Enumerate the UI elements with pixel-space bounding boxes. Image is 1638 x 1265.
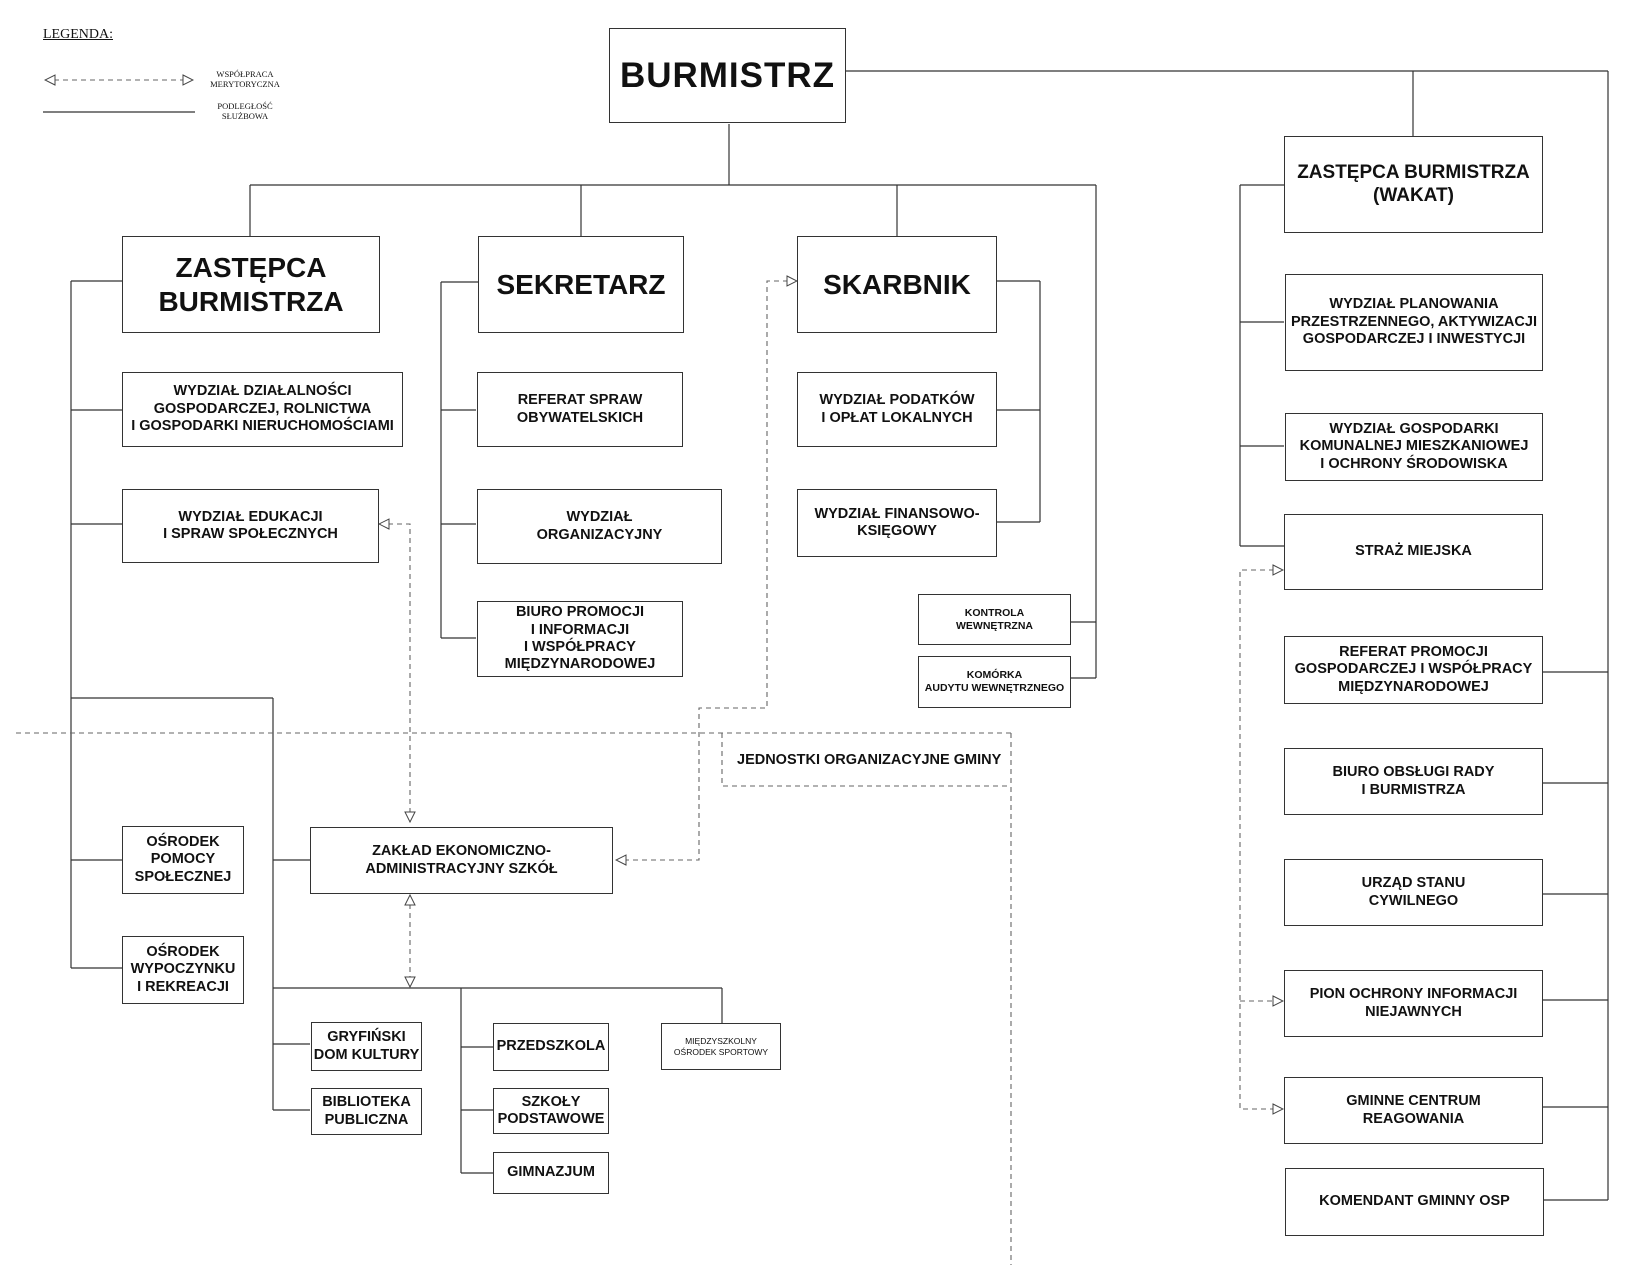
miedzyszkolny-osrodek-sportowy-box: MIĘDZYSZKOLNY OŚRODEK SPORTOWY [661, 1023, 781, 1070]
osrodek-wypoczynku-box: OŚRODEK WYPOCZYNKU I REKREACJI [122, 936, 244, 1004]
zastepca-wakat-box: ZASTĘPCA BURMISTRZA (WAKAT) [1284, 136, 1543, 233]
pion-ochrony-informacji-box: PION OCHRONY INFORMACJI NIEJAWNYCH [1284, 970, 1543, 1037]
kontrola-wewnetrzna-box: KONTROLA WEWNĘTRZNA [918, 594, 1071, 645]
wydzial-gospodarki-box: WYDZIAŁ GOSPODARKI KOMUNALNEJ MIESZKANIO… [1285, 413, 1543, 481]
gryfinski-dom-kultury-box: GRYFIŃSKI DOM KULTURY [311, 1022, 422, 1071]
legend-title: LEGENDA: [43, 27, 113, 42]
wydzial-edukacji-box: WYDZIAŁ EDUKACJI I SPRAW SPOŁECZNYCH [122, 489, 379, 563]
osrodek-pomocy-spolecznej-box: OŚRODEK POMOCY SPOŁECZNEJ [122, 826, 244, 894]
komendant-gminny-osp-box: KOMENDANT GMINNY OSP [1285, 1168, 1544, 1236]
wydzial-podatkow-box: WYDZIAŁ PODATKÓW I OPŁAT LOKALNYCH [797, 372, 997, 447]
wydzial-finansowo-ksiegowy-box: WYDZIAŁ FINANSOWO- KSIĘGOWY [797, 489, 997, 557]
urzad-stanu-cywilnego-box: URZĄD STANU CYWILNEGO [1284, 859, 1543, 926]
gimnazjum-box: GIMNAZJUM [493, 1152, 609, 1194]
przedszkola-box: PRZEDSZKOLA [493, 1023, 609, 1071]
zastepca-burmistrza-box: ZASTĘPCA BURMISTRZA [122, 236, 380, 333]
burmistrz-box: BURMISTRZ [609, 28, 846, 123]
straz-miejska-box: STRAŻ MIEJSKA [1284, 514, 1543, 590]
komorka-audytu-box: KOMÓRKA AUDYTU WEWNĘTRZNEGO [918, 656, 1071, 708]
wydzial-planowania-box: WYDZIAŁ PLANOWANIA PRZESTRZENNEGO, AKTYW… [1285, 274, 1543, 371]
wydzial-organizacyjny-box: WYDZIAŁ ORGANIZACYJNY [477, 489, 722, 564]
biuro-obslugi-rady-box: BIURO OBSŁUGI RADY I BURMISTRZA [1284, 748, 1543, 815]
legend-subordination-label: PODLEGŁOŚĆ SŁUŻBOWA [217, 101, 273, 122]
szkoly-podstawowe-box: SZKOŁY PODSTAWOWE [493, 1088, 609, 1134]
wydzial-dzialalnosci-box: WYDZIAŁ DZIAŁALNOŚCI GOSPODARCZEJ, ROLNI… [122, 372, 403, 447]
jednostki-organizacyjne-label: JEDNOSTKI ORGANIZACYJNE GMINY [737, 752, 1002, 768]
sekretarz-box: SEKRETARZ [478, 236, 684, 333]
biuro-promocji-box: BIURO PROMOCJI I INFORMACJI I WSPÓŁPRACY… [477, 601, 683, 677]
referat-spraw-obywatelskich-box: REFERAT SPRAW OBYWATELSKICH [477, 372, 683, 447]
gminne-centrum-reagowania-box: GMINNE CENTRUM REAGOWANIA [1284, 1077, 1543, 1144]
referat-promocji-box: REFERAT PROMOCJI GOSPODARCZEJ I WSPÓŁPRA… [1284, 636, 1543, 704]
legend-cooperation-label: WSPÓŁPRACA MERYTORYCZNA [210, 69, 280, 90]
skarbnik-box: SKARBNIK [797, 236, 997, 333]
biblioteka-publiczna-box: BIBLIOTEKA PUBLICZNA [311, 1088, 422, 1135]
zaklad-ekonomiczno-administracyjny-box: ZAKŁAD EKONOMICZNO- ADMINISTRACYJNY SZKÓ… [310, 827, 613, 894]
